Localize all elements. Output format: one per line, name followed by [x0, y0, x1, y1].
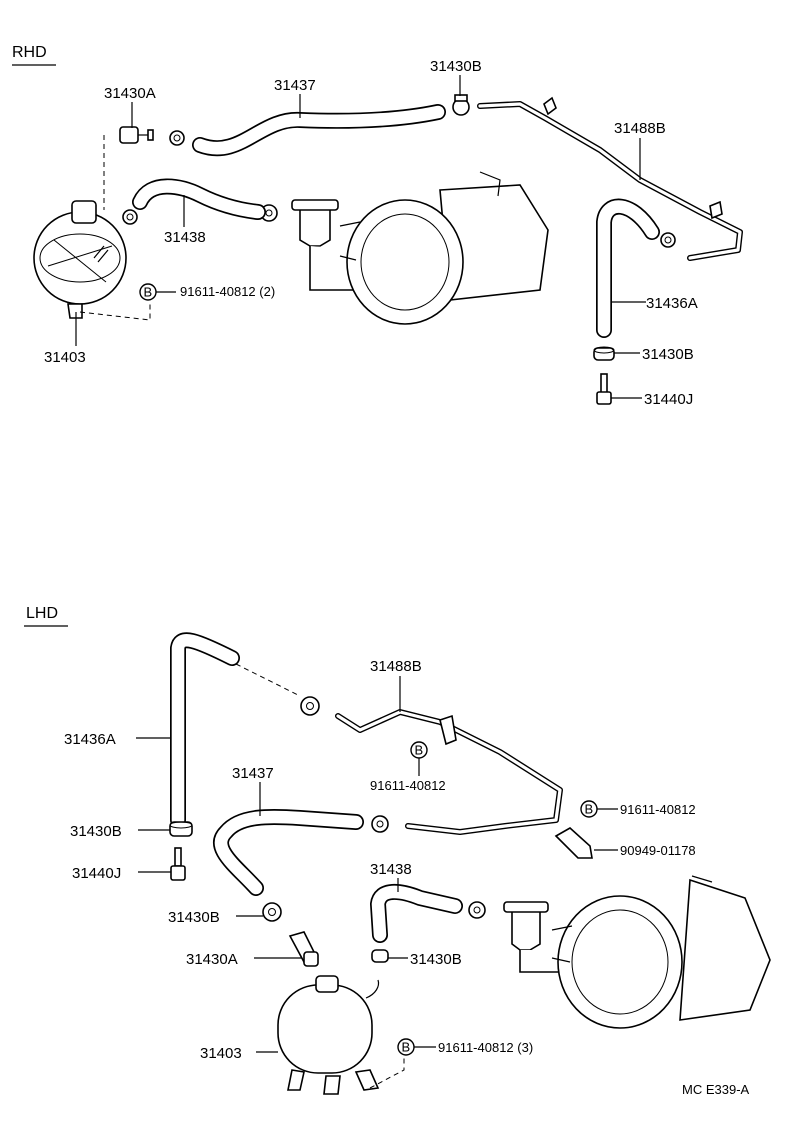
lhd-reservoir-tank: [277, 975, 380, 1095]
lhd-label-31430B-hose: 31430B: [168, 909, 220, 926]
rhd-label-31440J: 31440J: [644, 391, 693, 408]
lhd-label-31403: 31403: [200, 1045, 242, 1062]
rhd-clamp-31430B: [593, 346, 615, 361]
lhd-hose-31436A: [170, 632, 240, 828]
rhd-pipe-bracket-a: [543, 96, 557, 116]
rhd-reservoir-tank: [33, 200, 127, 319]
lhd-label-90949: 90949-01178: [620, 843, 696, 858]
lhd-label-31440J: 31440J: [72, 865, 121, 882]
lhd-label-31436A: 31436A: [64, 731, 116, 748]
lhd-clip-hose: [468, 901, 486, 919]
lhd-bolt-badge-mid-letter: B: [415, 743, 424, 758]
lhd-label-bolt-mid: 91611-40812: [370, 778, 446, 793]
lhd-clip-top: [300, 696, 320, 716]
lhd-label-31488B: 31488B: [370, 658, 422, 675]
lhd-section-label: LHD: [26, 605, 58, 622]
lhd-master-cylinder: [503, 875, 771, 1029]
rhd-label-31437: 31437: [274, 77, 316, 94]
lhd-clamp-31430B-hose: [262, 902, 282, 922]
rhd-label-31488B: 31488B: [614, 120, 666, 137]
lhd-label-31430B-tank: 31430B: [410, 951, 462, 968]
lhd-label-31430B-left: 31430B: [70, 823, 122, 840]
lhd-dashed-leader-a: [235, 663, 301, 697]
lhd-label-bolt-tank: 91611-40812 (3): [438, 1040, 533, 1055]
lhd-union-31440J: [170, 847, 186, 881]
rhd-label-bolt: 91611-40812 (2): [180, 284, 275, 299]
lhd-clamp-31430B-left: [169, 821, 193, 837]
rhd-label-31430B-low: 31430B: [642, 346, 694, 363]
lhd-bolt-badge-right-letter: B: [585, 802, 594, 817]
lhd-valve-31430A: [288, 931, 319, 967]
lhd-clamp-31430B-tank: [371, 949, 389, 963]
rhd-bolt-badge-letter: B: [144, 285, 153, 300]
rhd-union-31440J: [596, 373, 612, 405]
rhd-label-31430B-top: 31430B: [430, 58, 482, 75]
rhd-label-31438: 31438: [164, 229, 206, 246]
rhd-label-31436A: 31436A: [646, 295, 698, 312]
figure-code: MC E339-A: [682, 1082, 750, 1097]
lhd-label-31437: 31437: [232, 765, 274, 782]
lhd-bolt-badge-tank-letter: B: [402, 1040, 411, 1055]
lhd-bracket-90949: [554, 827, 593, 859]
lhd-pipe-bracket: [439, 714, 457, 746]
rhd-clip-b: [452, 94, 470, 116]
rhd-clip-a: [169, 130, 185, 146]
lhd-tank-dashed-leader: [369, 1050, 405, 1089]
rhd-clip-e: [660, 232, 676, 248]
rhd-label-31430A: 31430A: [104, 85, 156, 102]
lhd-label-31430A: 31430A: [186, 951, 238, 968]
rhd-valve-31430A: [119, 126, 154, 144]
lhd-clip-mid: [371, 815, 389, 833]
rhd-section-label: RHD: [12, 44, 47, 61]
rhd-master-cylinder: [291, 171, 549, 325]
lhd-label-bolt-right: 91611-40812: [620, 802, 696, 817]
rhd-clip-c: [122, 209, 138, 225]
lhd-section: LHD: [24, 605, 771, 1095]
lhd-label-31438: 31438: [370, 861, 412, 878]
rhd-label-31403: 31403: [44, 349, 86, 366]
rhd-pipe-bracket-b: [709, 200, 723, 220]
rhd-bolt-dashed-leader: [79, 300, 151, 321]
rhd-section: RHD: [12, 44, 743, 408]
